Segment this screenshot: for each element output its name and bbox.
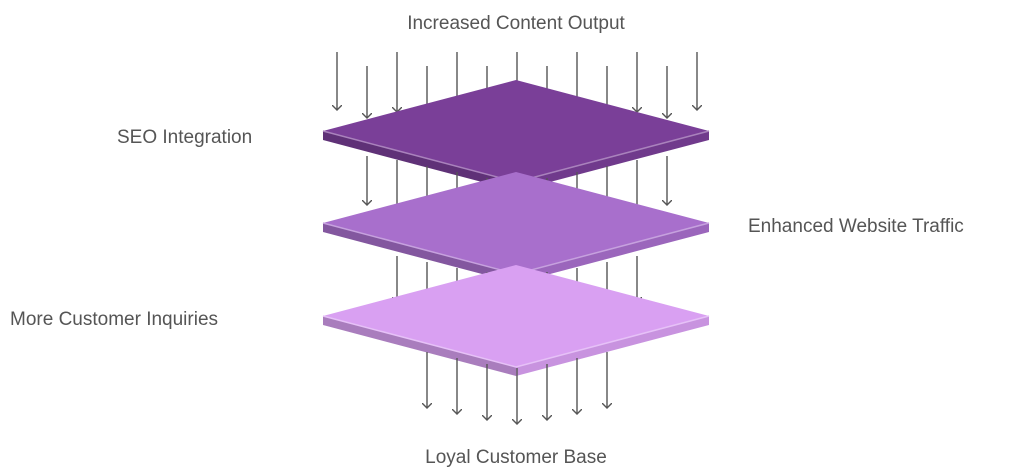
layer-seo-integration	[322, 80, 710, 191]
label-loyal-customer-base: Loyal Customer Base	[425, 447, 607, 468]
slab-3-side-right	[516, 316, 709, 376]
slab-2-side-right	[516, 223, 709, 283]
label-increased-content-output: Increased Content Output	[407, 13, 625, 34]
slab-1-side-left	[323, 131, 516, 191]
slab-1-top-face	[323, 80, 709, 182]
slab-3-top-face	[323, 265, 709, 367]
slab-2-top-face	[323, 172, 709, 274]
label-seo-integration: SEO Integration	[117, 127, 253, 148]
slab-3-side-left	[323, 316, 516, 376]
layer-enhanced-website-traffic	[322, 172, 710, 283]
label-more-customer-inquiries: More Customer Inquiries	[10, 309, 219, 330]
slab-2-side-left	[323, 223, 516, 283]
slab-1-side-right	[516, 131, 709, 191]
slab-3-edge-highlight	[322, 315, 710, 368]
output-arrows	[427, 352, 607, 424]
layer-more-customer-inquiries	[322, 265, 710, 376]
label-enhanced-website-traffic: Enhanced Website Traffic	[748, 216, 964, 237]
